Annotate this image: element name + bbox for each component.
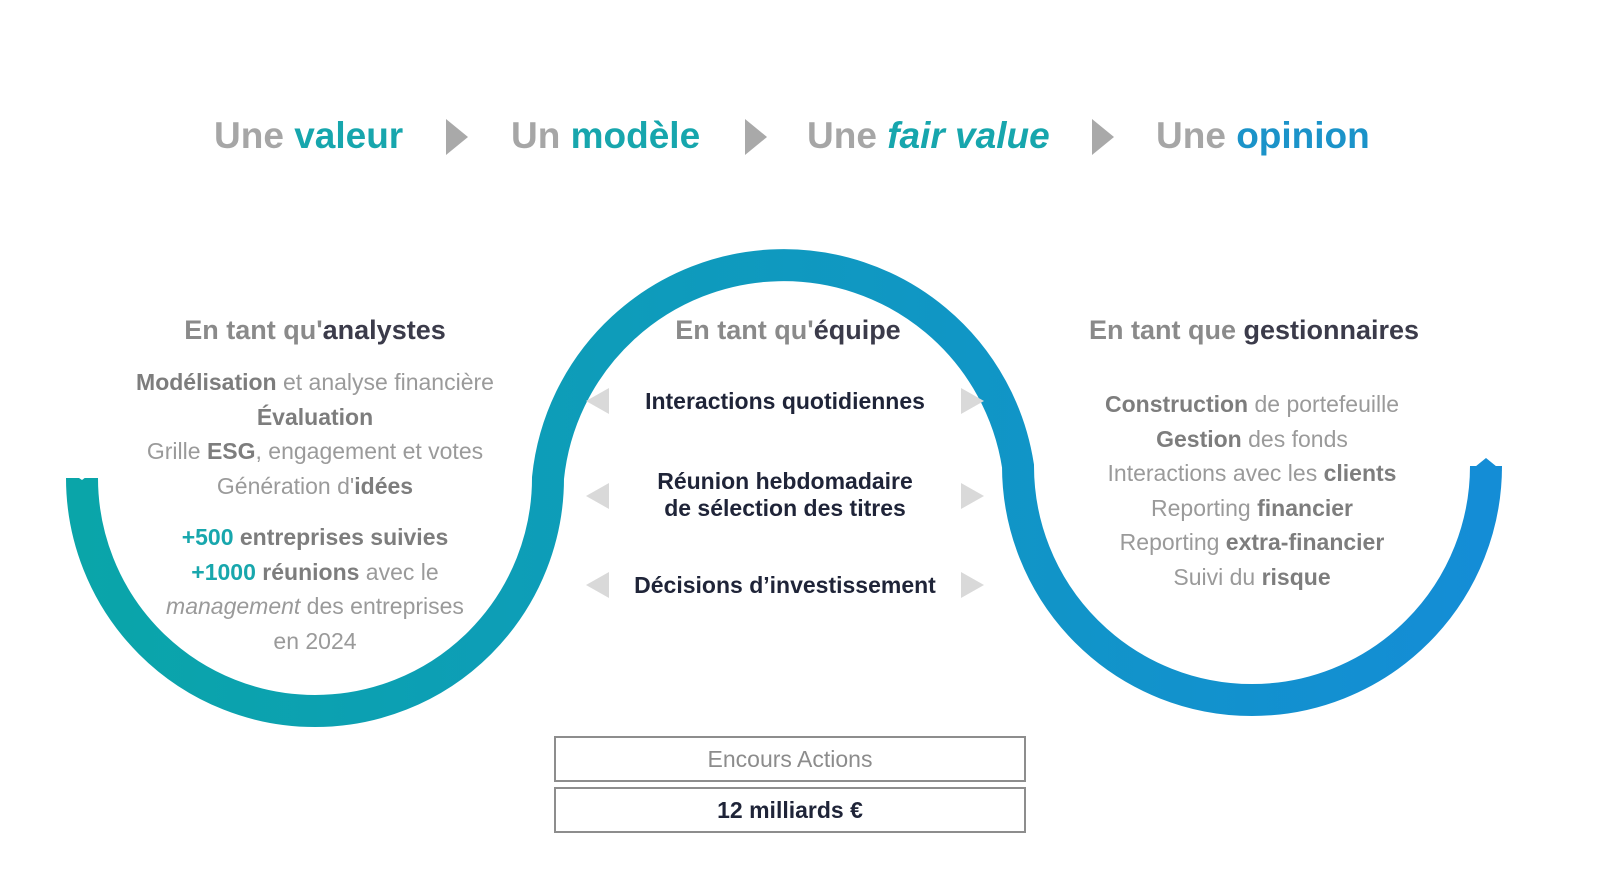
- chevron-right-icon: [745, 119, 767, 155]
- aum-label-box: Encours Actions: [554, 736, 1026, 782]
- chevron-right-icon: [446, 119, 468, 155]
- analysts-line: Évaluation: [256, 403, 374, 430]
- aum-value-box: 12 milliards €: [554, 787, 1026, 833]
- team-item-weekly-meeting: Réunion hebdomadaire de sélection des ti…: [615, 468, 955, 522]
- analysts-title: En tant qu'analystes: [184, 315, 446, 345]
- wave-path: [66, 249, 1502, 727]
- step-modele: Un modèle: [511, 115, 701, 156]
- step-valeur: Une valeur: [214, 115, 404, 156]
- analysts-line: Génération d'idées: [216, 472, 414, 499]
- wave-left-tail: [64, 468, 98, 480]
- arrow-left-icon: [586, 483, 609, 509]
- chevron-right-icon: [1092, 119, 1114, 155]
- team-item-interactions: Interactions quotidiennes: [645, 388, 925, 414]
- managers-line: Suivi du risque: [1173, 563, 1331, 590]
- managers-line: Reporting extra-financier: [1119, 529, 1385, 556]
- wave-end-arrowhead: [1470, 458, 1502, 471]
- analysts-stat: +1000 réunions avec le: [191, 558, 439, 585]
- analysts-stat: en 2024: [273, 627, 357, 654]
- managers-line: Interactions avec les clients: [1107, 460, 1397, 487]
- arrow-right-icon: [961, 388, 984, 414]
- analysts-stat: management des entreprises: [166, 593, 464, 620]
- arrow-left-icon: [586, 388, 609, 414]
- team-title: En tant qu'équipe: [675, 315, 901, 345]
- managers-title: En tant que gestionnaires: [1088, 315, 1420, 345]
- analysts-stat: +500 entreprises suivies: [181, 524, 449, 550]
- analysts-line: Grille ESG, engagement et votes: [146, 438, 484, 465]
- arrow-left-icon: [586, 572, 609, 598]
- analysts-line: Modélisation et analyse financière: [136, 369, 494, 395]
- managers-skills: Construction de portefeuille Gestion des…: [1037, 387, 1467, 595]
- managers-line: Reporting financier: [1151, 494, 1353, 521]
- step-fair-value: Une fair value: [807, 115, 1050, 156]
- analysts-stats: +500 entreprises suivies +1000 réunions …: [100, 520, 530, 658]
- managers-line: Gestion des fonds: [1156, 425, 1348, 452]
- analysts-skills: Modélisation et analyse financière Évalu…: [100, 365, 530, 503]
- team-item-weekly-meeting-line1: Réunion hebdomadaire: [657, 468, 913, 494]
- team-item-investment-decisions: Décisions d’investissement: [634, 572, 936, 598]
- step-opinion: Une opinion: [1156, 115, 1370, 156]
- team-item-weekly-meeting-line2: de sélection des titres: [664, 495, 906, 521]
- managers-line: Construction de portefeuille: [1105, 391, 1399, 417]
- arrow-right-icon: [961, 483, 984, 509]
- arrow-right-icon: [961, 572, 984, 598]
